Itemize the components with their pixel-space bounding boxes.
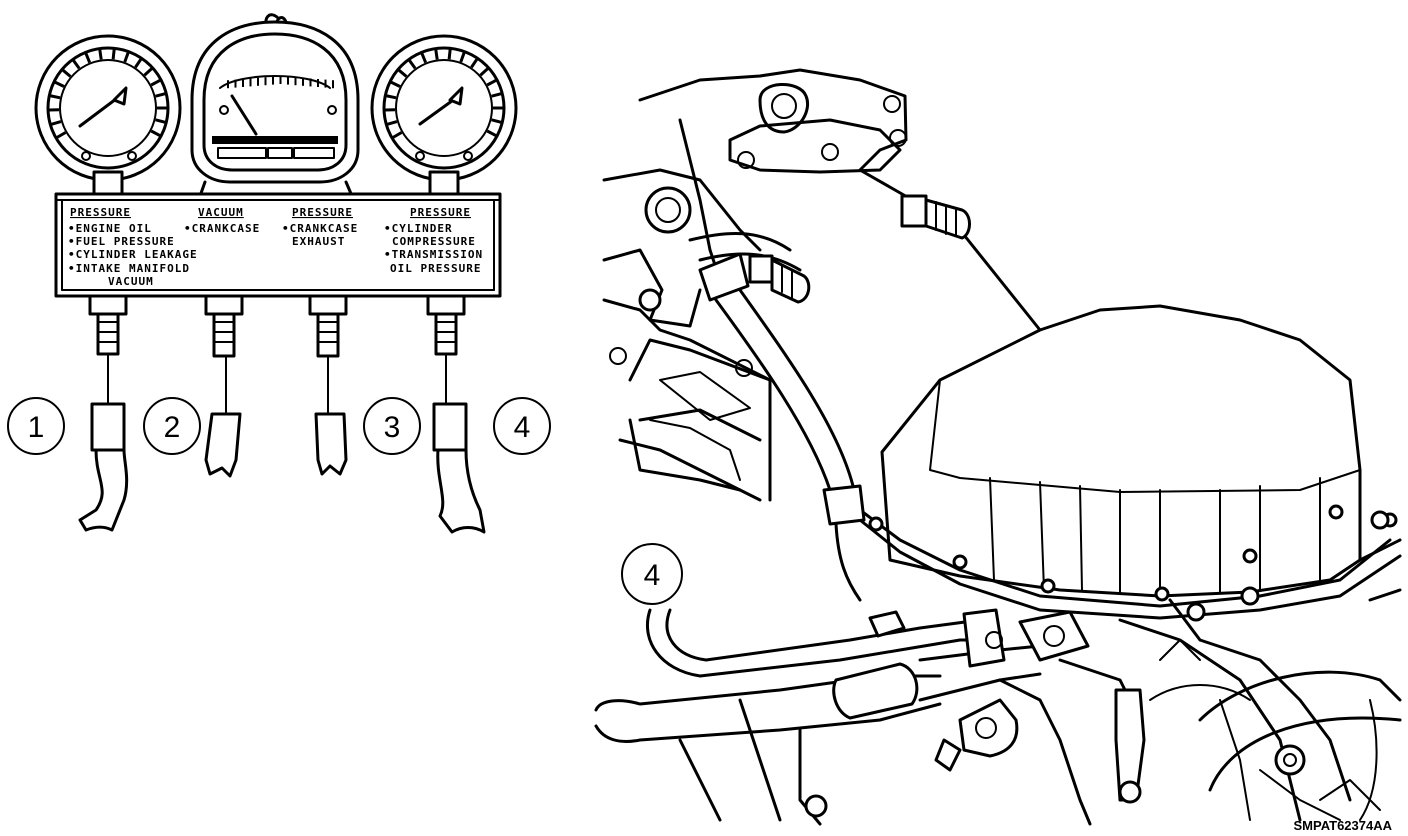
- leader-lines: [107, 353, 447, 413]
- panel-item: •ENGINE OIL: [68, 222, 152, 235]
- panel-item: VACUUM: [108, 275, 154, 288]
- fitting-3: [308, 294, 348, 358]
- panel-item: •CRANKCASE: [184, 222, 260, 235]
- callout-number: 2: [164, 411, 181, 444]
- figure-reference-code: SMPAT62374AA: [1294, 818, 1393, 833]
- gauge-tick: [111, 49, 116, 60]
- callout-3: 3: [363, 397, 421, 455]
- callout-number: 3: [384, 411, 401, 444]
- panel-heading-1: PRESSURE: [70, 206, 131, 219]
- gauge-tick: [56, 131, 67, 139]
- upper-fitting: [900, 194, 971, 240]
- gauge-tick: [155, 118, 166, 124]
- hose-fittings: [88, 294, 466, 358]
- gauge-tick: [155, 92, 166, 98]
- callout-4-engine: 4: [621, 543, 683, 605]
- adapter-1: [78, 402, 129, 532]
- panel-column-4: PRESSURE •CYLINDER COMPRESSURE •TRANSMIS…: [384, 206, 483, 275]
- gauge-tick: [143, 67, 153, 77]
- gauge-tick: [54, 80, 65, 88]
- panel-heading-2: VACUUM: [198, 206, 244, 219]
- gauge-tick: [420, 52, 428, 64]
- pressure-gauge-left: [34, 34, 182, 196]
- gauge-tick: [98, 49, 103, 60]
- gauge-tick: [385, 94, 397, 100]
- pan-bolts: [868, 504, 1398, 602]
- callout-number: 4: [514, 411, 531, 444]
- panel-column-2: VACUUM •CRANKCASE: [184, 206, 260, 235]
- callout-1: 1: [7, 397, 65, 455]
- panel-item: •TRANSMISSION: [384, 248, 483, 261]
- gauge-assembly: PRESSURE •ENGINE OIL •FUEL PRESSURE •CYL…: [7, 13, 551, 534]
- gauge-tick: [150, 129, 161, 138]
- gauge-tick: [61, 68, 72, 78]
- panel-item: COMPRESSURE: [392, 235, 476, 248]
- adapter-3: [314, 412, 348, 476]
- engine-illustration: 4 SMPAT62374AA: [594, 68, 1402, 833]
- gauge-tick: [386, 120, 398, 126]
- gauge-tick: [390, 80, 401, 88]
- gauge-tick: [470, 58, 479, 69]
- panel-item: EXHAUST: [292, 235, 345, 248]
- gauge-tick: [479, 67, 489, 77]
- gauge-tick: [434, 49, 439, 60]
- mid-fitting: [748, 254, 811, 304]
- panel-item: •INTAKE MANIFOLD: [68, 262, 190, 275]
- gauge-tick: [491, 118, 502, 124]
- oil-pan: [880, 304, 1362, 598]
- gauge-tick: [49, 94, 61, 100]
- gauge-tick: [84, 52, 92, 64]
- panel-column-3: PRESSURE •CRANKCASE EXHAUST: [282, 206, 358, 248]
- gauge-tick: [486, 129, 497, 138]
- vacuum-gauge-center: [190, 20, 360, 198]
- gauge-tick: [491, 92, 502, 98]
- gauge-tick: [50, 120, 62, 126]
- panel-heading-3: PRESSURE: [292, 206, 353, 219]
- gauge-tick: [134, 58, 143, 69]
- gauge-tick: [459, 52, 466, 63]
- callout-4: 4: [493, 397, 551, 455]
- adapter-2: [204, 412, 242, 478]
- adapter-4: [432, 402, 486, 534]
- fitting-4: [426, 294, 466, 356]
- gauge-tick: [486, 78, 497, 87]
- manifold-panel: [54, 192, 502, 298]
- gauge-tick: [408, 59, 417, 70]
- gauge-tick: [150, 78, 161, 87]
- callout-number: 1: [28, 411, 45, 444]
- panel-item: •CRANKCASE: [282, 222, 358, 235]
- callout-2: 2: [143, 397, 201, 455]
- gauge-tick: [397, 68, 408, 78]
- fitting-2: [204, 294, 244, 358]
- fitting-1: [88, 294, 128, 356]
- gauge-tick: [392, 131, 403, 139]
- left-gauge-ticks: [48, 49, 167, 139]
- panel-item: •CYLINDER LEAKAGE: [68, 248, 198, 261]
- panel-item: OIL PRESSURE: [390, 262, 481, 275]
- panel-item: •CYLINDER: [384, 222, 453, 235]
- right-gauge-ticks: [384, 49, 503, 139]
- pressure-gauge-right: [370, 34, 518, 196]
- callout-number: 4: [644, 559, 661, 592]
- gauge-tick: [447, 49, 452, 60]
- panel-item: •FUEL PRESSURE: [68, 235, 175, 248]
- vacuum-gauge-ticks: [227, 76, 334, 89]
- panel-column-1: PRESSURE •ENGINE OIL •FUEL PRESSURE •CYL…: [68, 206, 198, 288]
- hose-adapters: [78, 402, 486, 534]
- panel-heading-4: PRESSURE: [410, 206, 471, 219]
- gauge-tick: [72, 59, 81, 70]
- gauge-tick: [123, 52, 130, 63]
